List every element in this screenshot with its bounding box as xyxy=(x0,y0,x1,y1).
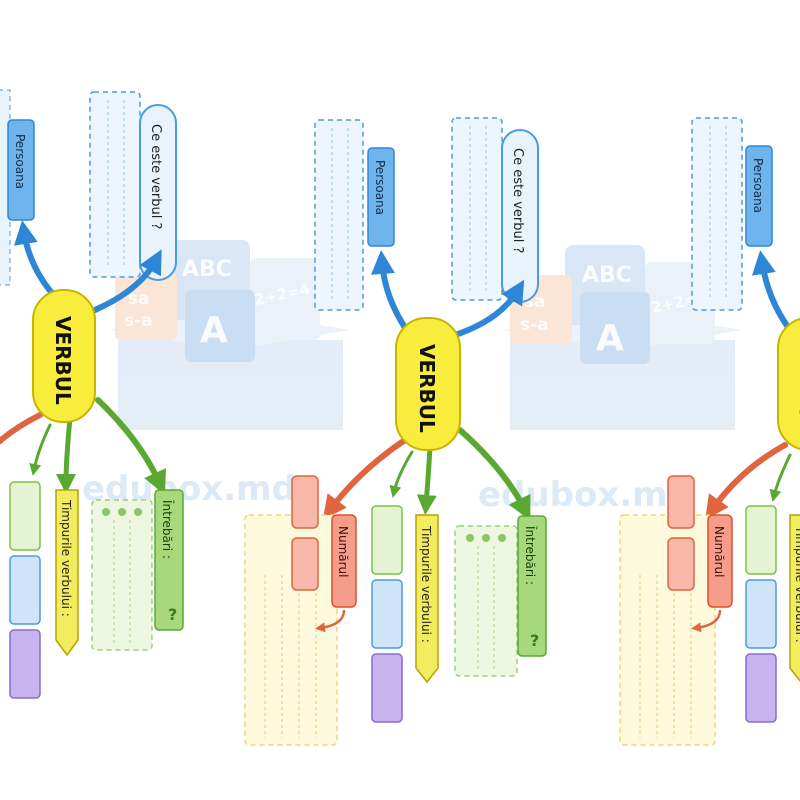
watermark-tile-syllable: sa xyxy=(128,289,150,309)
center-label: VERBUL xyxy=(51,316,75,405)
tenses-box-blue[interactable] xyxy=(371,579,403,649)
person-label: Persoana xyxy=(373,160,387,215)
person-answer-box[interactable] xyxy=(314,119,364,311)
question-label: Ce este verbul ? xyxy=(510,148,525,253)
watermark-tile-letter: A xyxy=(596,318,624,359)
number-box-singular[interactable] xyxy=(667,475,695,529)
number-box xyxy=(707,514,733,608)
number-label: Numărul xyxy=(336,526,350,578)
question-label: Ce este verbul ? xyxy=(148,124,163,229)
arrow-to-tenses xyxy=(56,415,77,494)
arrow-to-person xyxy=(752,250,793,333)
number-box-plural[interactable] xyxy=(291,537,319,591)
questions-mark: ? xyxy=(168,605,177,624)
number-box xyxy=(331,514,357,608)
questions-box xyxy=(517,515,547,657)
tenses-box-blue[interactable] xyxy=(9,555,41,625)
tenses-banner xyxy=(55,489,79,657)
tenses-label: Timpurile verbului : xyxy=(59,499,73,617)
definition-answer-box[interactable] xyxy=(89,91,141,278)
questions-answer-area[interactable] xyxy=(91,499,153,651)
arrow-to-person xyxy=(370,250,413,338)
arrow-to-number xyxy=(705,442,788,520)
arrow-to-number-partial xyxy=(0,412,43,445)
arrow-to-questions xyxy=(457,427,531,521)
arrow-to-number xyxy=(322,437,408,520)
questions-answer-area[interactable] xyxy=(454,525,518,677)
center-cloud xyxy=(395,317,461,451)
watermark-tile-abc: ABC xyxy=(182,257,232,282)
watermark-tile-syllable: s-a xyxy=(124,311,153,331)
tenses-banner xyxy=(415,514,439,684)
number-box-singular[interactable] xyxy=(291,475,319,529)
questions-mark: ? xyxy=(530,631,539,650)
questions-box xyxy=(154,489,184,631)
tenses-label: Timpurile verbului : xyxy=(793,525,800,643)
watermark-tile-syllable: s-a xyxy=(520,315,549,335)
arrow-to-person xyxy=(14,220,61,303)
arrow-to-questions xyxy=(95,397,166,495)
person-label: Persoana xyxy=(751,158,765,213)
arrow-to-question xyxy=(452,279,525,338)
questions-label: Întrebări : xyxy=(523,525,538,585)
tenses-box-purple[interactable] xyxy=(371,653,403,723)
panel-2: Persoana Ce este verbul ? VERBUL Numărul xyxy=(244,117,547,746)
tenses-box-green[interactable] xyxy=(745,505,777,575)
center-label: VERBUL xyxy=(795,344,800,433)
tenses-box-green[interactable] xyxy=(371,505,403,575)
person-box xyxy=(367,147,395,247)
person-box xyxy=(745,145,773,247)
number-box-plural[interactable] xyxy=(667,537,695,591)
arrow-to-question xyxy=(92,249,162,313)
person-label: Persoana xyxy=(13,134,27,189)
tenses-box-purple[interactable] xyxy=(745,653,777,723)
tenses-banner xyxy=(789,514,800,682)
watermark-box-1 xyxy=(110,240,350,430)
definition-answer-box[interactable] xyxy=(451,117,503,301)
panel-3: Persoana VERBUL Numărul Timpurile verbul… xyxy=(619,117,800,746)
number-answer-area[interactable] xyxy=(244,514,338,746)
question-cloud xyxy=(139,104,177,281)
number-label: Numărul xyxy=(712,526,726,578)
person-answer-box[interactable] xyxy=(691,117,743,311)
panel-1: Ce este verbul ? Persoana VERBUL Timpuri… xyxy=(0,89,184,699)
tenses-box-purple[interactable] xyxy=(9,629,41,699)
center-cloud xyxy=(777,318,800,450)
watermark-tile-letter: A xyxy=(200,310,228,351)
watermark-box-2 xyxy=(502,245,742,430)
questions-label: Întrebări : xyxy=(160,499,175,559)
arrow-to-tenses xyxy=(416,445,437,515)
watermark-tile-abc: ABC xyxy=(582,263,632,288)
tenses-box-green[interactable] xyxy=(9,481,41,551)
tenses-label: Timpurile verbului : xyxy=(419,525,433,643)
center-cloud xyxy=(32,289,96,423)
tenses-box-blue[interactable] xyxy=(745,579,777,649)
person-box xyxy=(7,119,35,221)
center-label: VERBUL xyxy=(415,344,439,433)
